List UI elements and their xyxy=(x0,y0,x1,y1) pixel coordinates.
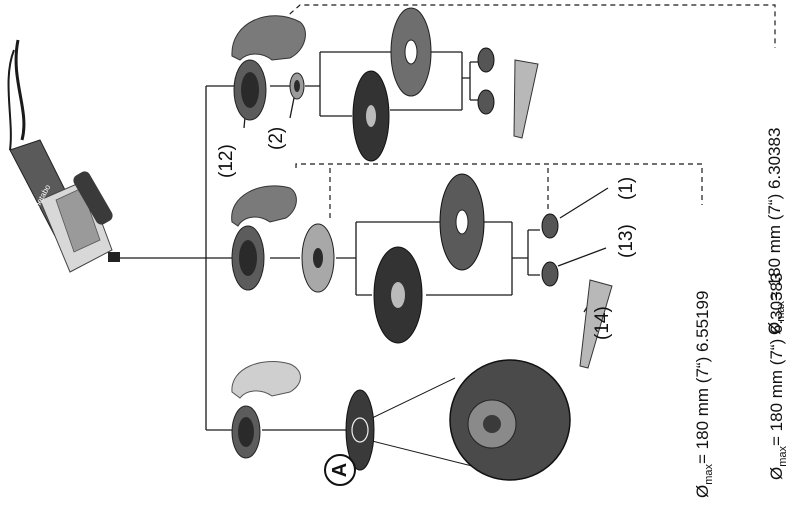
detail-a-focus-circle xyxy=(351,417,369,443)
spec-bottom-subscript: max xyxy=(777,445,788,466)
spec-top-symbol: Ø xyxy=(765,322,784,335)
cutting-disc-top-hub xyxy=(366,105,376,127)
leader-1 xyxy=(559,187,609,219)
label-part-13: (13) xyxy=(616,224,637,258)
guard-collar-middle-inner xyxy=(239,240,257,276)
angle-grinder: metabo xyxy=(7,39,120,273)
spec-top-subscript: max xyxy=(775,300,787,321)
clamping-nut-top-2 xyxy=(477,89,495,115)
grinding-disc-middle-hub xyxy=(391,282,405,308)
diamond-disc-top-hub xyxy=(404,39,418,65)
grinder-side-handle xyxy=(73,171,113,225)
two-pin-spanner-middle xyxy=(579,279,613,369)
power-cord xyxy=(14,39,26,141)
clamping-nut-middle-2 xyxy=(541,261,559,287)
part-labels: (12) (2) (1) (13) (14) xyxy=(216,127,637,340)
top-disc-bracket xyxy=(305,51,392,117)
dashed-line-top xyxy=(282,4,776,48)
label-part-14: (14) xyxy=(592,306,613,340)
spec-bottom-symbol: Ø xyxy=(767,467,786,480)
middle-assembly xyxy=(231,173,613,369)
spec-middle-symbol: Ø xyxy=(693,485,712,498)
middle-disc-bracket xyxy=(336,221,440,296)
wheel-guard-top xyxy=(231,15,306,61)
middle-right-bracket xyxy=(426,221,528,296)
flap-disc-middle-hub xyxy=(455,209,469,235)
cutting-guard-bottom xyxy=(231,361,301,399)
spec-bottom-text: = 180 mm (7“) 6.30383 xyxy=(767,273,786,446)
wheel-guard-middle xyxy=(231,185,297,227)
support-flange-top-hole xyxy=(294,80,300,92)
dashed-line-middle xyxy=(295,163,703,205)
power-cord-2 xyxy=(7,49,15,151)
svg-text:Ømax= 180 mm (7“) 6.30383: Ømax= 180 mm (7“) 6.30383 xyxy=(767,273,788,480)
top-assembly xyxy=(231,7,539,162)
guard-collar-top-inner xyxy=(241,72,259,108)
diameter-spec-middle: Ømax= 180 mm (7“) 6.55199 xyxy=(693,291,715,498)
detail-a-spindle xyxy=(483,415,501,433)
two-pin-spanner-top xyxy=(513,59,539,139)
grinder-head-detail xyxy=(55,187,101,253)
svg-text:Ømax= 180 mm (7“) 6.30383: Ømax= 180 mm (7“) 6.30383 xyxy=(765,128,787,335)
label-part-2: (2) xyxy=(266,127,287,150)
diameter-spec-top: Ømax= 180 mm (7“) 6.30383 xyxy=(765,128,787,335)
clamping-nut-top-1 xyxy=(477,47,495,73)
detail-a-marker xyxy=(324,454,356,486)
grinder-spindle xyxy=(108,252,120,262)
top-nut-bracket xyxy=(469,61,480,101)
label-part-1: (1) xyxy=(616,177,637,200)
label-part-12: (12) xyxy=(216,144,237,178)
guard-collar-bottom-inner xyxy=(238,417,254,447)
detail-callout-lines xyxy=(367,377,489,471)
spec-top-text: = 180 mm (7“) 6.30383 xyxy=(765,128,784,301)
clamping-nut-middle-1 xyxy=(541,213,559,239)
detail-a-marker-label: A xyxy=(329,463,351,477)
diameter-spec-bottom: Ømax= 180 mm (7“) 6.30383 xyxy=(767,273,788,480)
spec-middle-subscript: max xyxy=(703,463,715,484)
middle-nut-bracket xyxy=(527,229,540,276)
dashed-dimension-lines xyxy=(282,4,776,218)
bottom-assembly: A xyxy=(231,359,571,486)
svg-text:Ømax= 180 mm (7“) 6.55199: Ømax= 180 mm (7“) 6.55199 xyxy=(693,291,715,498)
leader-2 xyxy=(289,97,295,119)
spec-middle-text: = 180 mm (7“) 6.55199 xyxy=(693,291,712,464)
connection-lines xyxy=(120,51,609,471)
leader-13 xyxy=(557,247,607,267)
backing-pad-middle-hub xyxy=(313,248,323,268)
cutting-disc-bottom xyxy=(345,389,375,471)
top-right-bracket xyxy=(390,51,470,111)
